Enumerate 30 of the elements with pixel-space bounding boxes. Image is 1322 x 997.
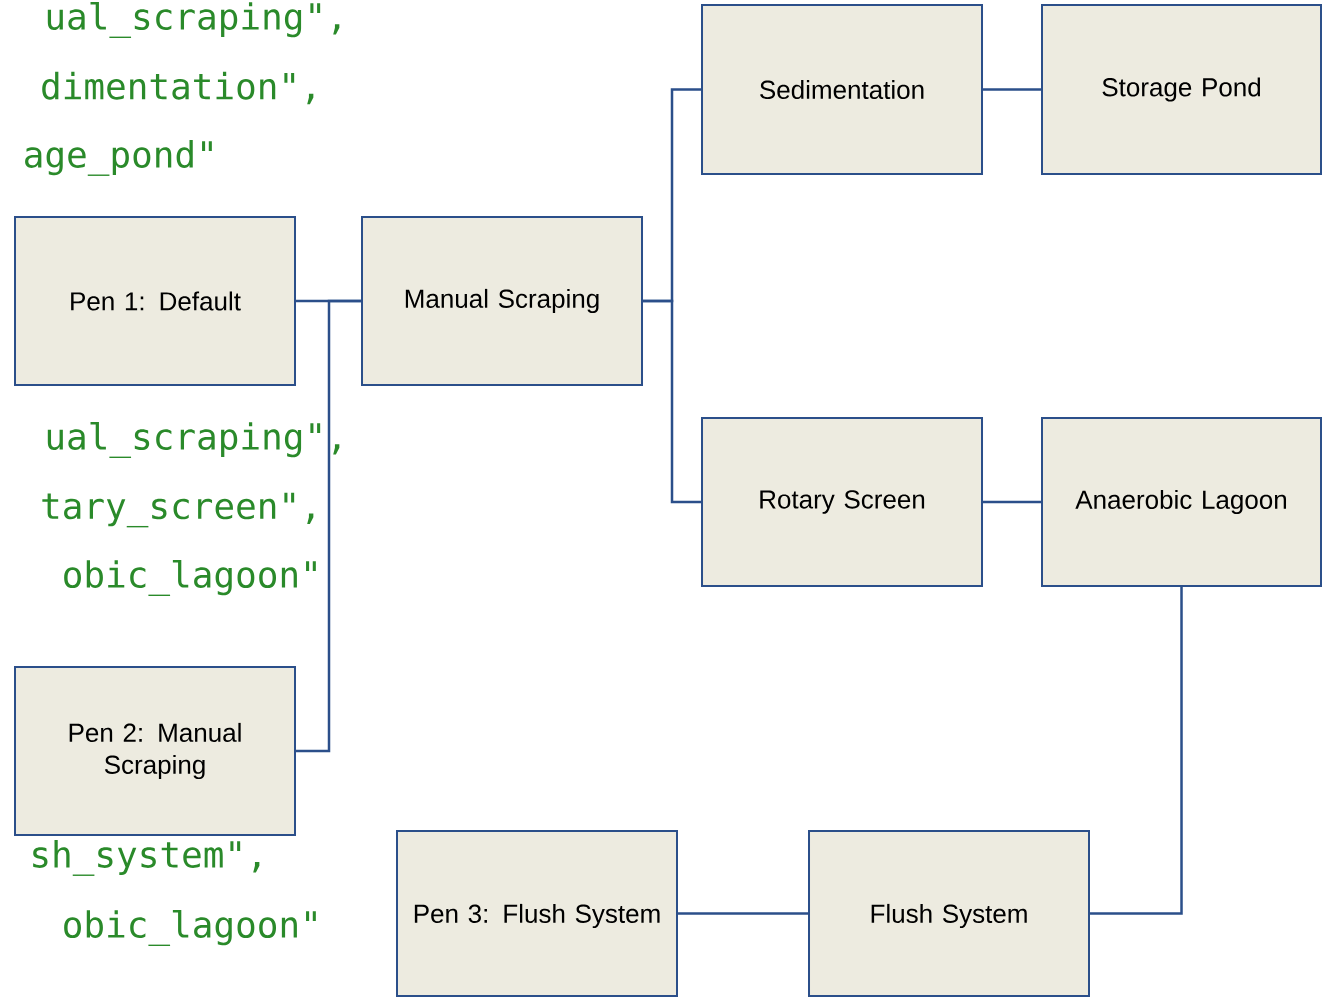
box-label: Sedimentation: [760, 79, 924, 100]
connector-line: [643, 299, 701, 504]
connector-line: [678, 912, 808, 915]
code-text: ual_scraping",: [47, 2, 340, 38]
box-label: Pen 1: Default: [71, 291, 241, 311]
box-label: Rotary Screen: [760, 490, 925, 514]
code-text: dimentation",: [42, 71, 314, 105]
box-label: Manual Scraping: [405, 288, 599, 314]
process-box: [361, 216, 643, 386]
process-box: [701, 417, 983, 587]
process-box: [14, 216, 296, 386]
box-label: Storage Pond: [1102, 77, 1261, 102]
box-label: Flush System: [871, 903, 1027, 929]
box-label: Pen 3: Flush System: [414, 903, 660, 929]
box-label: Anaerobic Lagoon: [1075, 489, 1286, 515]
process-box: [396, 830, 678, 997]
box-label: Pen 2: Manual Scraping: [69, 722, 241, 780]
connector-line: [296, 299, 361, 753]
code-text: obic_lagoon": [64, 560, 316, 596]
code-text: tary_screen",: [42, 492, 314, 528]
process-box: [808, 830, 1090, 997]
process-box: [1041, 417, 1322, 587]
process-box: [14, 666, 296, 836]
code-text: obic_lagoon": [64, 910, 316, 946]
code-text: age_pond": [25, 140, 212, 176]
connector-line: [983, 88, 1041, 91]
connector-line: [1090, 587, 1183, 915]
process-box: [701, 4, 983, 175]
process-box: [1041, 4, 1322, 175]
connector-line: [983, 500, 1041, 504]
